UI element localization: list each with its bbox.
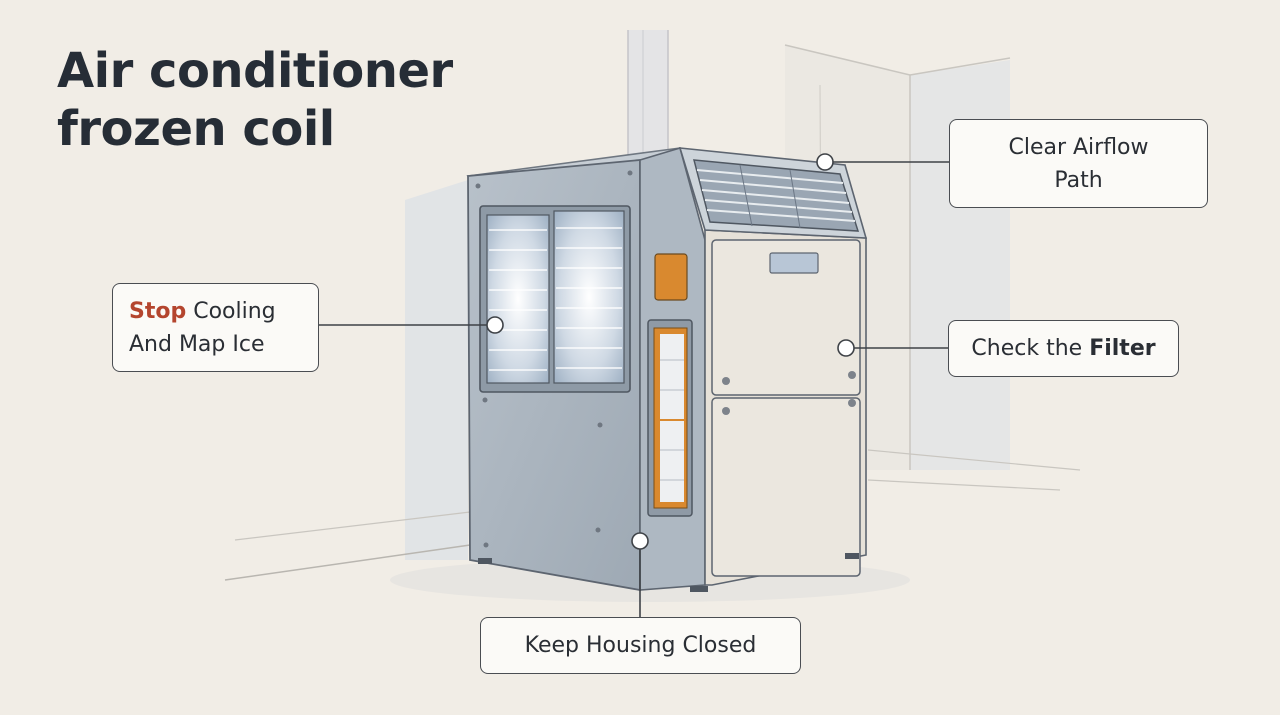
callout-filter-highlight: Filter	[1089, 336, 1156, 361]
vent-grille	[693, 159, 860, 232]
airflow-marker	[816, 153, 834, 171]
callout-clear-airflow-path: Clear Airflow Path	[949, 119, 1208, 208]
callout-airflow-line-2: Path	[1054, 167, 1103, 193]
callout-leaders	[319, 153, 949, 617]
filter-marker	[837, 339, 855, 357]
ac-unit	[466, 146, 868, 592]
callout-stop-cooling: Stop Cooling And Map Ice	[112, 283, 319, 372]
title-line-1: Air conditioner	[57, 43, 453, 99]
title-line-2: frozen coil	[57, 101, 335, 157]
callout-keep-housing-closed: Keep Housing Closed	[480, 617, 801, 674]
callout-check-filter: Check the Filter	[948, 320, 1179, 377]
page-title: Air conditioner frozen coil	[57, 42, 453, 158]
coil-marker	[486, 316, 504, 334]
filter-slot	[647, 319, 693, 517]
callout-housing-label: Keep Housing Closed	[524, 633, 757, 658]
frozen-coil-window	[479, 205, 631, 393]
callout-stop-line-2: And Map Ice	[129, 331, 265, 357]
callout-stop-highlight: Stop	[129, 298, 187, 324]
callout-stop-rest: Cooling	[186, 298, 276, 324]
housing-marker	[631, 532, 649, 550]
callout-filter-prefix: Check the	[971, 336, 1090, 361]
callout-airflow-line-1: Clear Airflow	[1008, 134, 1149, 160]
